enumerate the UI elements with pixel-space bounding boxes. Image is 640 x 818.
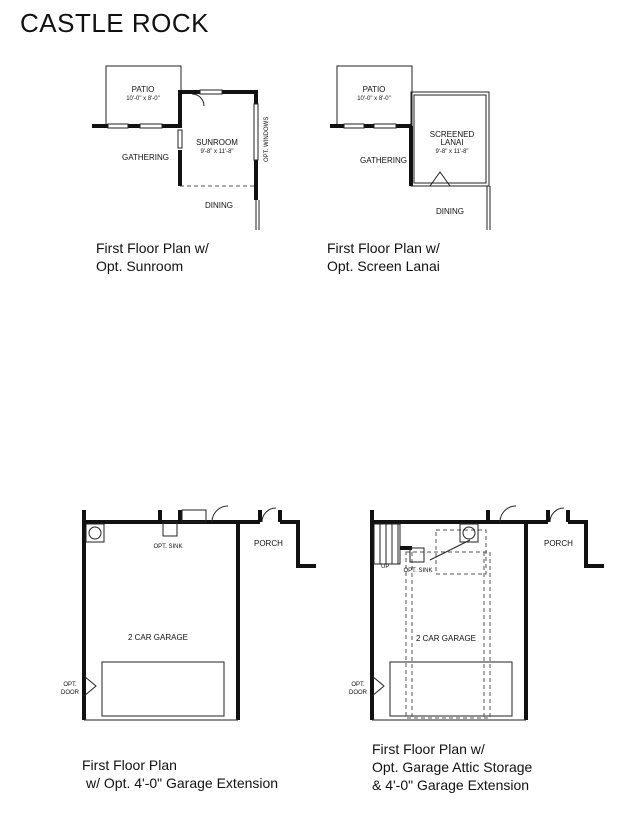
sunroom-label: SUNROOM (196, 138, 238, 147)
caption-garage-attic: First Floor Plan w/ Opt. Garage Attic St… (372, 740, 532, 794)
opt-door-label-2: DOOR (349, 690, 368, 696)
lanai-label-1: SCREENED (430, 130, 475, 139)
caption-garage-extension: First Floor Plan w/ Opt. 4'-0" Garage Ex… (82, 756, 278, 792)
rear-window-2 (139, 123, 163, 129)
caption-line: w/ Opt. 4'-0" Garage Extension (86, 775, 279, 791)
caption-sunroom: First Floor Plan w/ Opt. Sunroom (96, 239, 209, 275)
caption-line: Opt. Screen Lanai (327, 258, 440, 274)
patio-label: PATIO (363, 85, 386, 94)
garage-label: 2 CAR GARAGE (128, 633, 188, 642)
opt-door-label-1: OPT. (63, 682, 77, 688)
porch-wall (280, 520, 316, 568)
water-heater (459, 523, 479, 543)
opt-windows (253, 103, 259, 161)
caption-line: First Floor Plan w/ (327, 240, 440, 256)
lanai-size: 9'-8" x 11'-8" (435, 149, 468, 155)
sink-label: OPT. SINK (403, 568, 432, 574)
opt-door-swing (371, 675, 385, 697)
door-swing (191, 93, 205, 107)
dining-label: DINING (205, 201, 233, 210)
caption-lanai: First Floor Plan w/ Opt. Screen Lanai (327, 239, 440, 275)
attic-storage-area (405, 551, 491, 719)
water-heater (85, 523, 105, 543)
gathering-label: GATHERING (122, 153, 169, 162)
door-swing (211, 505, 229, 523)
caption-line: Opt. Garage Attic Storage (372, 759, 533, 775)
opt-door-label-2: DOOR (61, 690, 80, 696)
garage-door (101, 661, 225, 717)
patio-label: PATIO (132, 85, 155, 94)
porch-label: PORCH (544, 539, 573, 548)
lanai-door (429, 171, 451, 187)
up-label: UP (381, 564, 389, 570)
opt-door-label-1: OPT. (351, 682, 365, 688)
rear-window (107, 123, 129, 129)
plan-garage-extension: 2 CAR GARAGE PORCH OPT. SINK OPT. DOOR (61, 505, 316, 721)
patio-size: 10'-0" x 8'-0" (126, 96, 160, 102)
caption-line: First Floor Plan w/ (372, 741, 485, 757)
lanai-label-2: LANAI (440, 138, 463, 147)
caption-line: First Floor Plan w/ (96, 240, 209, 256)
page-title: CASTLE ROCK (20, 8, 209, 38)
patio-size: 10'-0" x 8'-0" (357, 96, 391, 102)
sink-label: OPT. SINK (153, 544, 182, 550)
porch-label: PORCH (254, 539, 283, 548)
caption-line: Opt. Sunroom (96, 258, 184, 274)
opt-sink (409, 547, 425, 563)
garage-label: 2 CAR GARAGE (416, 634, 476, 643)
plan-garage-attic: 2 CAR GARAGE PORCH OPT. SINK UP OPT. DOO… (349, 505, 604, 721)
porch-wall (568, 520, 604, 568)
attic-ladder (429, 539, 471, 561)
top-window (199, 89, 223, 95)
sunroom-door (177, 129, 183, 149)
sunroom-size: 9'-8" x 11'-8" (200, 149, 233, 155)
opt-door-swing (83, 675, 97, 697)
opt-windows-label: OPT. WINDOWS (264, 117, 270, 162)
opt-sink (162, 521, 178, 537)
lanai-screen (413, 94, 487, 184)
plan-lanai: PATIO 10'-0" x 8'-0" SCREENED LANAI 9'-8… (330, 65, 491, 230)
plan-sunroom: PATIO 10'-0" x 8'-0" SUNROOM 9'-8" x 11'… (92, 65, 270, 230)
dining-label: DINING (436, 207, 464, 216)
gathering-label: GATHERING (360, 156, 407, 165)
stairs (373, 523, 401, 565)
caption-line: First Floor Plan (82, 757, 177, 773)
garage-door (389, 661, 513, 717)
caption-line: & 4'-0" Garage Extension (372, 777, 530, 793)
